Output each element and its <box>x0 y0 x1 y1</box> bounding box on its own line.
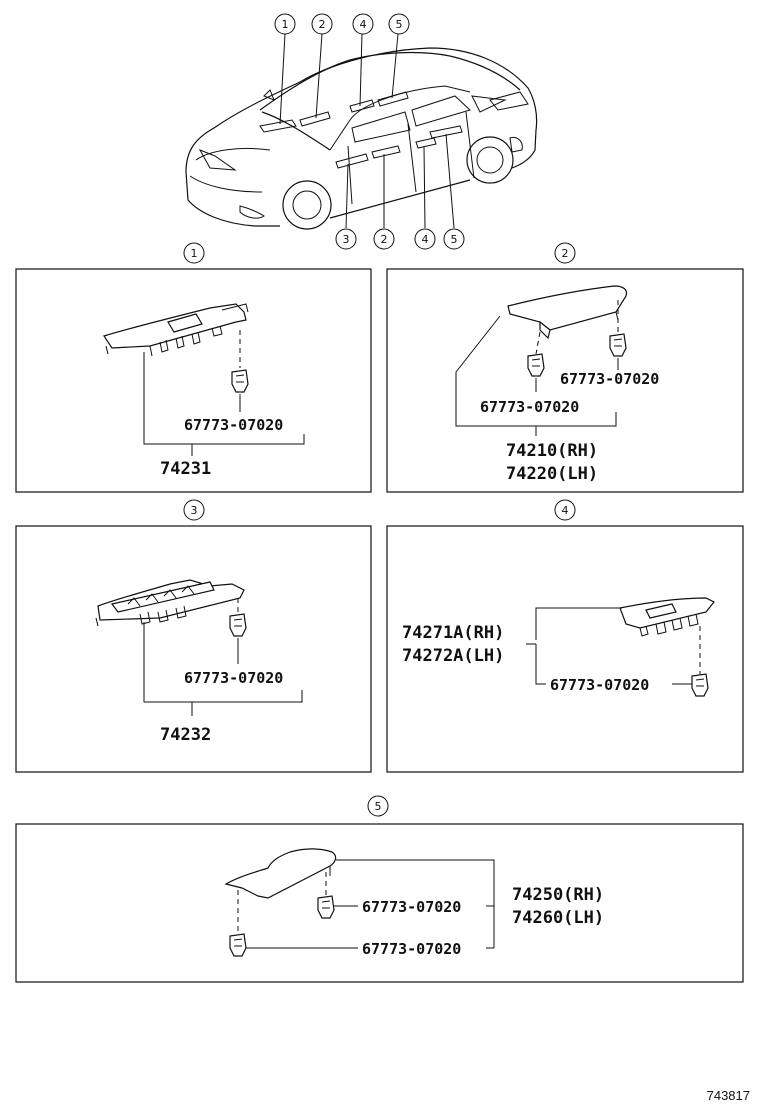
panel-4: 4 74271A(RH) 74272A(LH) 67773-07020 <box>386 499 744 773</box>
diagram-reference-number: 743817 <box>707 1088 750 1103</box>
svg-text:4: 4 <box>422 233 429 246</box>
panel-4-clip <box>691 673 709 697</box>
panel-1-frame <box>15 268 372 493</box>
panel-1-clip-number: 67773-07020 <box>184 416 283 434</box>
panel-1-part-number: 74231 <box>160 459 211 479</box>
svg-text:5: 5 <box>451 233 458 246</box>
svg-text:1: 1 <box>282 18 289 31</box>
panel-5-callout: 5 <box>375 800 382 813</box>
car-callout-2-bottom: 2 <box>373 228 395 250</box>
panel-1: 1 67773-07020 74231 <box>15 242 372 493</box>
panel-2-callout-circle <box>554 242 576 264</box>
panel-4-clip-number: 67773-07020 <box>550 676 649 694</box>
svg-text:4: 4 <box>360 18 367 31</box>
panel-2-frame <box>386 268 744 493</box>
panel-2-clip-b-number: 67773-07020 <box>560 370 659 388</box>
panel-4-part-lh: 74272A(LH) <box>402 646 504 666</box>
panel-4-callout: 4 <box>562 504 569 517</box>
panel-4-switch-base <box>619 597 715 637</box>
panel-4-part-rh: 74271A(RH) <box>402 623 504 643</box>
svg-text:2: 2 <box>319 18 326 31</box>
panel-2-callout: 2 <box>562 247 569 260</box>
panel-5-cover <box>224 848 337 899</box>
panel-5-frame <box>15 823 744 983</box>
panel-4-callout-circle <box>554 499 576 521</box>
svg-text:2: 2 <box>381 233 388 246</box>
panel-2-clip-b <box>609 333 627 357</box>
car-callout-4-bottom: 4 <box>414 228 436 250</box>
panel-2-clip-a <box>527 353 545 377</box>
car-leader-lines <box>279 33 455 229</box>
panel-3-callout: 3 <box>191 504 198 517</box>
panel-1-callout-circle <box>183 242 205 264</box>
panel-3-callout-circle <box>183 499 205 521</box>
panel-5-clip-a-number: 67773-07020 <box>362 898 461 916</box>
panel-5-clip-b <box>229 933 247 957</box>
panel-5-clip-b-number: 67773-07020 <box>362 940 461 958</box>
svg-text:5: 5 <box>396 18 403 31</box>
car-illustration <box>185 47 538 230</box>
car-callout-5-bottom: 5 <box>443 228 465 250</box>
panel-5-part-rh: 74250(RH) <box>512 885 604 905</box>
panel-3: 3 67773-07020 74232 <box>15 499 372 773</box>
panel-1-callout: 1 <box>191 247 198 260</box>
car-callout-5-top: 5 <box>388 13 410 35</box>
panel-5-clip-a <box>317 895 335 919</box>
panel-3-clip-number: 67773-07020 <box>184 669 283 687</box>
car-callout-1-top: 1 <box>274 13 296 35</box>
svg-text:3: 3 <box>343 233 350 246</box>
panel-1-switch-base <box>103 303 249 357</box>
panel-3-clip <box>229 613 247 637</box>
panel-2-part-lh: 74220(LH) <box>506 464 598 484</box>
panel-2-clip-a-number: 67773-07020 <box>480 398 579 416</box>
panel-5-part-lh: 74260(LH) <box>512 908 604 928</box>
panel-3-frame <box>15 525 372 773</box>
panel-3-switch-base <box>95 579 245 627</box>
panel-1-clip <box>231 369 249 393</box>
panel-2: 2 67773-07020 67773-07020 74210(RH) 7422… <box>386 242 744 493</box>
panel-3-part-number: 74232 <box>160 725 211 745</box>
car-callout-4-top: 4 <box>352 13 374 35</box>
panel-4-frame <box>386 525 744 773</box>
car-callout-3-bottom: 3 <box>335 228 357 250</box>
panel-2-part-rh: 74210(RH) <box>506 441 598 461</box>
panel-5: 5 67773-07020 67773-07020 74250(RH) 7426… <box>15 795 744 983</box>
car-callout-2-top: 2 <box>311 13 333 35</box>
panel-2-cover <box>507 285 628 340</box>
panel-5-callout-circle <box>367 795 389 817</box>
